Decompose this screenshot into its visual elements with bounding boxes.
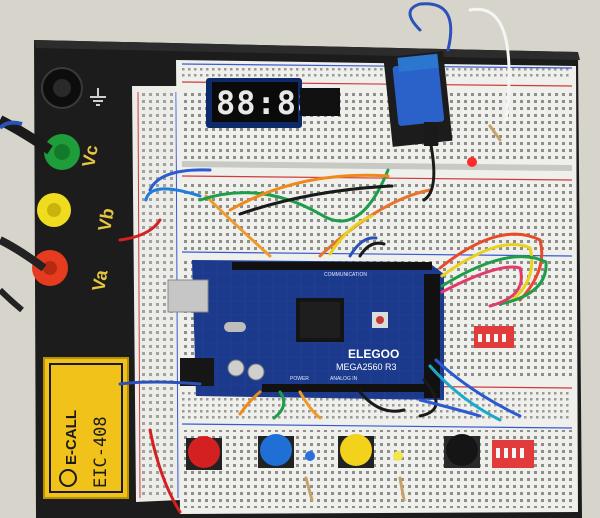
mcu-power-label: POWER: [290, 376, 309, 382]
label-vc: Vc: [78, 144, 102, 169]
binding-posts: [32, 67, 106, 286]
resistors: [304, 124, 502, 502]
led-yellow: [393, 451, 403, 461]
usb-port: [167, 279, 209, 313]
jumper-wires: [118, 2, 548, 514]
board-model: EIC-408: [91, 416, 111, 488]
mcu-brand: ELEGOO: [348, 347, 399, 361]
brand-plate: E-CALL EIC-408: [43, 357, 129, 499]
push-button-red[interactable]: [186, 436, 222, 470]
display-digits: 88:88: [216, 84, 317, 122]
ground-symbol-icon: [90, 88, 106, 106]
display-header: [300, 88, 340, 116]
mcu-analog-label: ANALOG IN: [330, 376, 358, 382]
mcu-model: MEGA2560 R3: [336, 362, 397, 372]
digital-header: [232, 262, 432, 270]
led-blue: [305, 451, 315, 461]
mcu-communication-label: COMMUNICATION: [324, 272, 367, 278]
brand-name: E-CALL: [63, 410, 80, 465]
push-button-yellow[interactable]: [338, 434, 374, 468]
dc-jack: [180, 358, 214, 386]
dip-switch-upper[interactable]: [474, 326, 514, 348]
analog-header: [262, 384, 432, 392]
mega-board: COMMUNICATION POWER ANALOG IN ELEGOO MEG…: [167, 260, 444, 400]
dip-switch-lower[interactable]: [492, 440, 534, 468]
label-va: Va: [88, 268, 112, 293]
push-button-black[interactable]: [444, 434, 480, 468]
brand-logo-icon: [59, 469, 77, 487]
led-red: [467, 157, 477, 167]
seven-segment-display: 88:88: [206, 78, 340, 128]
relay-module: [383, 51, 453, 147]
label-vb: Vb: [94, 207, 118, 233]
banana-cables: [0, 115, 53, 313]
mega-side-header: [424, 274, 440, 398]
push-button-blue[interactable]: [258, 434, 294, 468]
